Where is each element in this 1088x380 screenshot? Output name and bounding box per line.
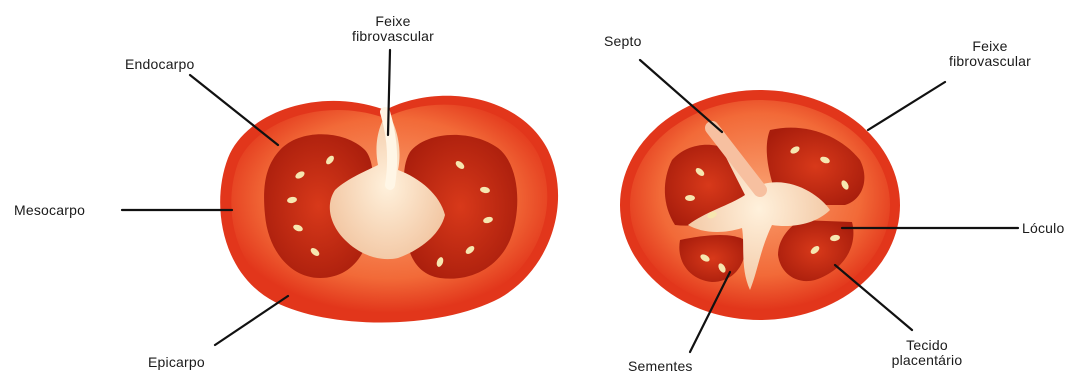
label-text: placentário (872, 353, 982, 368)
label-text: Mesocarpo (14, 203, 85, 218)
leader-endocarpo (190, 75, 278, 145)
label-septo: Septo (604, 34, 642, 49)
label-sementes: Sementes (628, 359, 693, 374)
leader-tecido-placentario (835, 265, 912, 330)
label-mesocarpo: Mesocarpo (14, 203, 85, 218)
label-text: Septo (604, 34, 642, 49)
label-text: Sementes (628, 359, 693, 374)
label-feixe-fibrovascular-longitudinal: Feixe fibrovascular (338, 14, 448, 44)
label-text: Tecido (872, 338, 982, 353)
label-epicarpo: Epicarpo (148, 355, 205, 370)
label-text: Endocarpo (125, 57, 195, 72)
label-loculo: Lóculo (1022, 221, 1064, 236)
label-text: Feixe (338, 14, 448, 29)
label-text: Lóculo (1022, 221, 1064, 236)
label-text: fibrovascular (338, 29, 448, 44)
label-tecido-placentario: Tecido placentário (872, 338, 982, 368)
leader-epicarpo (215, 296, 288, 345)
leader-feixe-transverse (868, 82, 945, 130)
label-endocarpo: Endocarpo (125, 57, 195, 72)
label-text: fibrovascular (930, 54, 1050, 69)
label-text: Feixe (930, 39, 1050, 54)
label-feixe-fibrovascular-transverse: Feixe fibrovascular (930, 39, 1050, 69)
label-text: Epicarpo (148, 355, 205, 370)
